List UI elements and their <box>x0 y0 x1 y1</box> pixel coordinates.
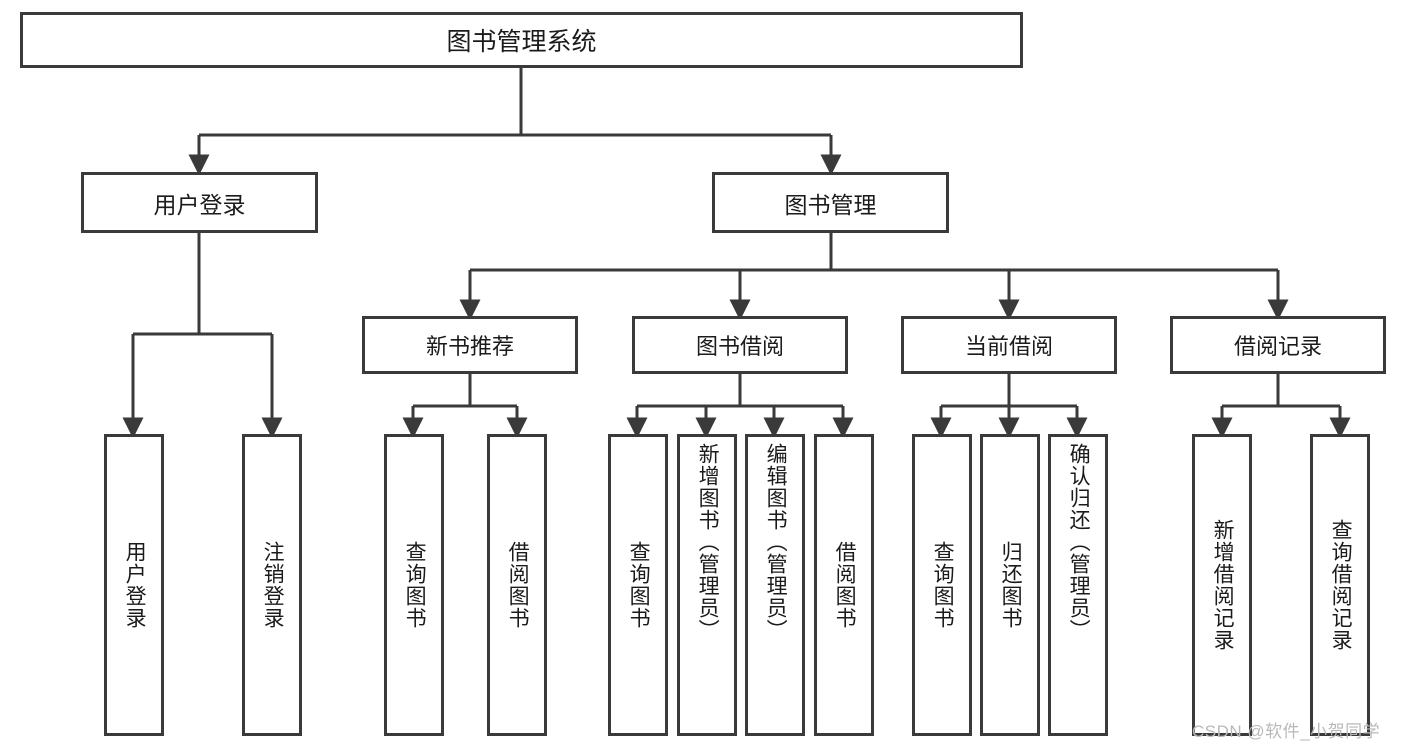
leaf-confirm-return[interactable]: 确认归还（管理员） <box>1048 434 1108 736</box>
leaf-add-record-label: 新增借阅记录 <box>1211 519 1235 651</box>
leaf-return-book-label: 归还图书 <box>999 541 1023 629</box>
leaf-return-book[interactable]: 归还图书 <box>980 434 1040 736</box>
node-new-book-recommend-label: 新书推荐 <box>425 334 514 359</box>
node-borrow-record-label: 借阅记录 <box>1233 334 1322 359</box>
leaf-borrow-book-2[interactable]: 借阅图书 <box>814 434 874 736</box>
leaf-query-book-1[interactable]: 查询图书 <box>384 434 444 736</box>
csdn-watermark: CSDN @软件_小贺同学 <box>1192 722 1381 741</box>
leaf-query-record-label: 查询借阅记录 <box>1329 519 1353 651</box>
leaf-query-book-2-label: 查询图书 <box>627 541 651 629</box>
node-root[interactable]: 图书管理系统 <box>20 12 1023 68</box>
node-book-borrow[interactable]: 图书借阅 <box>632 316 848 374</box>
leaf-logout[interactable]: 注销登录 <box>242 434 302 736</box>
leaf-user-login[interactable]: 用户登录 <box>104 434 164 736</box>
node-new-book-recommend[interactable]: 新书推荐 <box>362 316 578 374</box>
leaf-confirm-return-label: 确认归还（管理员） <box>1067 443 1091 641</box>
node-user-login-label: 用户登录 <box>153 191 246 218</box>
leaf-query-book-1-label: 查询图书 <box>403 541 427 629</box>
node-book-manage-label: 图书管理 <box>784 191 877 218</box>
leaf-logout-label: 注销登录 <box>261 541 285 629</box>
leaf-query-record[interactable]: 查询借阅记录 <box>1310 434 1370 736</box>
node-book-borrow-label: 图书借阅 <box>695 334 784 359</box>
leaf-borrow-book-1-label: 借阅图书 <box>506 541 530 629</box>
leaf-user-login-label: 用户登录 <box>123 541 147 629</box>
node-book-manage[interactable]: 图书管理 <box>712 172 949 233</box>
leaf-add-record[interactable]: 新增借阅记录 <box>1192 434 1252 736</box>
leaf-add-book-label: 新增图书（管理员） <box>696 443 720 641</box>
leaf-query-book-3-label: 查询图书 <box>931 541 955 629</box>
leaf-add-book[interactable]: 新增图书（管理员） <box>677 434 737 736</box>
node-root-label: 图书管理系统 <box>446 28 597 56</box>
leaf-query-book-3[interactable]: 查询图书 <box>912 434 972 736</box>
node-current-borrow-label: 当前借阅 <box>964 334 1053 359</box>
node-borrow-record[interactable]: 借阅记录 <box>1170 316 1386 374</box>
leaf-borrow-book-1[interactable]: 借阅图书 <box>487 434 547 736</box>
leaf-borrow-book-2-label: 借阅图书 <box>833 541 857 629</box>
leaf-edit-book-label: 编辑图书（管理员） <box>764 443 788 641</box>
node-user-login[interactable]: 用户登录 <box>81 172 318 233</box>
node-current-borrow[interactable]: 当前借阅 <box>901 316 1117 374</box>
leaf-query-book-2[interactable]: 查询图书 <box>608 434 668 736</box>
leaf-edit-book[interactable]: 编辑图书（管理员） <box>745 434 805 736</box>
